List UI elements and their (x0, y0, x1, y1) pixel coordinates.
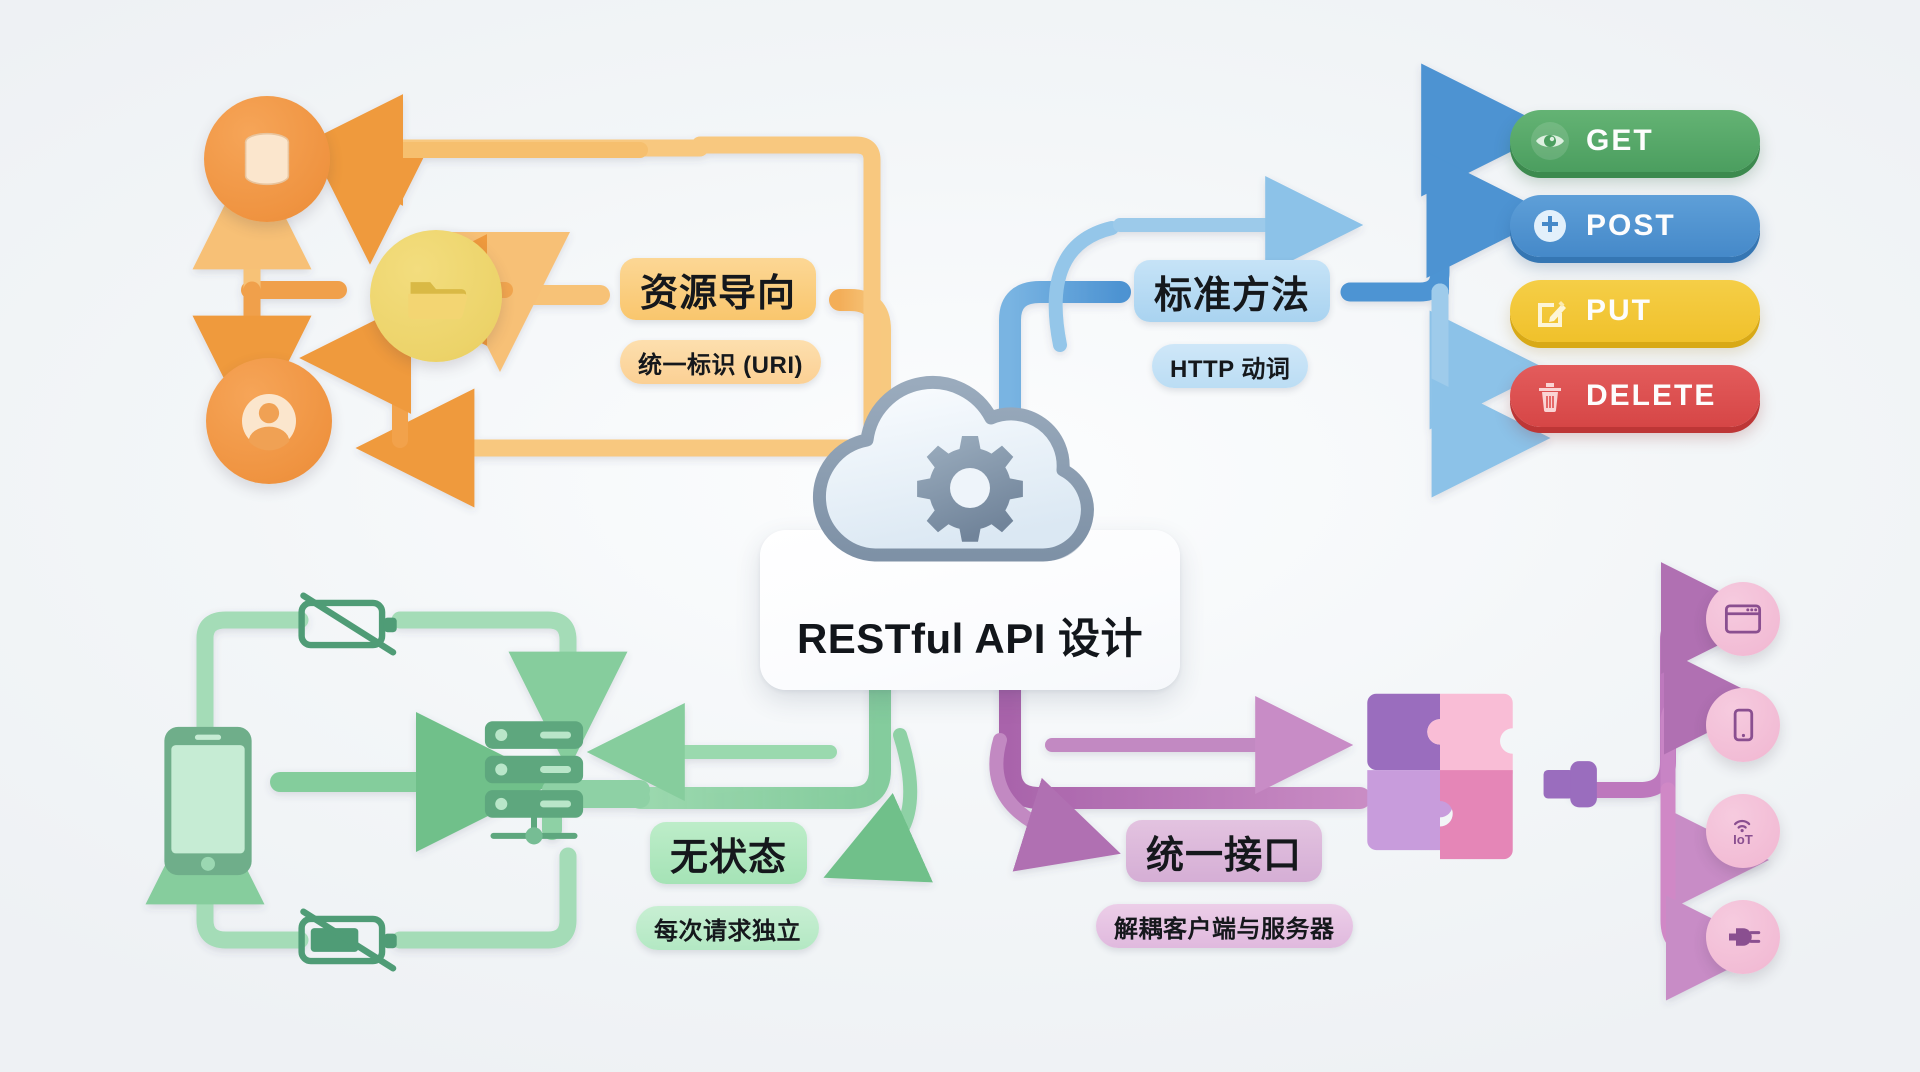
user-icon (206, 358, 332, 484)
method-label: GET (1586, 124, 1654, 157)
method-label: POST (1586, 209, 1676, 242)
mobile-device-icon (1706, 688, 1780, 762)
eye-icon (1530, 121, 1570, 161)
resource-subtitle-label: 统一标识 (URI) (620, 340, 821, 384)
methods-subtitle-label: HTTP 动词 (1152, 344, 1309, 388)
methods-title-label: 标准方法 (1134, 260, 1331, 322)
connector-plug-icon (1540, 750, 1620, 827)
mobile-phone-icon (160, 722, 256, 885)
method-button-get[interactable]: GET (1510, 110, 1760, 172)
plus-icon (1530, 206, 1570, 246)
uniform-title-label: 统一接口 (1126, 820, 1323, 882)
stateless-title-label: 无状态 (650, 822, 808, 884)
method-button-put[interactable]: PUT (1510, 280, 1760, 342)
uniform-subtitle-label: 解耦客户端与服务器 (1096, 904, 1353, 948)
trash-icon (1530, 376, 1570, 416)
folder-icon (370, 230, 502, 362)
server-rack-icon (478, 716, 590, 859)
method-label: DELETE (1586, 379, 1717, 412)
browser-window-icon (1706, 582, 1780, 656)
method-button-post[interactable]: POST (1510, 195, 1760, 257)
page-title: RESTful API 设计 (796, 615, 1144, 662)
edit-icon (1530, 291, 1570, 331)
battery-off-icon-top (296, 592, 406, 661)
method-button-delete[interactable]: DELETE (1510, 365, 1760, 427)
stateless-subtitle-label: 每次请求独立 (636, 906, 819, 950)
cloud-gear-icon (790, 370, 1150, 585)
plug-icon (1706, 900, 1780, 974)
iot-icon: IoT (1706, 794, 1780, 868)
method-label: PUT (1586, 294, 1652, 327)
svg-text:IoT: IoT (1733, 832, 1753, 847)
database-icon (204, 96, 330, 222)
resource-title-label: 资源导向 (620, 258, 817, 320)
battery-off-icon-bottom (296, 908, 406, 977)
puzzle-pieces-icon (1360, 690, 1560, 877)
